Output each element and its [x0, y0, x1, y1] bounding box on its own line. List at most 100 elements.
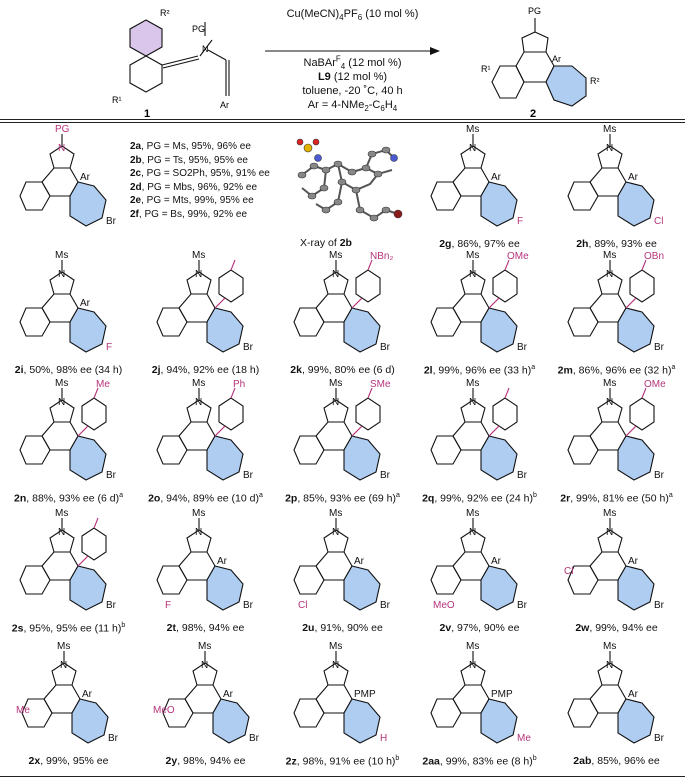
n-protecting-group-label: Ms — [466, 508, 479, 519]
n-protecting-group-label: Ms — [603, 378, 616, 389]
para-substituent-label: NBn₂ — [370, 251, 393, 262]
compound-id: 2x — [28, 755, 41, 767]
para-bond — [230, 387, 236, 399]
benzo-ring — [156, 435, 188, 465]
compound-result: , 94%, 89% ee (10 d) — [160, 492, 259, 504]
nitrogen-label: N — [606, 143, 613, 154]
nitrogen-label: N — [469, 269, 476, 280]
aryl-ring-substituent-label: Me — [16, 705, 30, 716]
n-protecting-group-label: Ms — [329, 378, 342, 389]
n-protecting-group-label: Ms — [603, 641, 616, 652]
reaction-scheme: PG N R² R¹ Ar 1 PG Ar R¹ R² 2 Cu(MeCN)4P… — [0, 0, 685, 122]
compound-result: , 86%, 96% ee (32 h) — [572, 364, 672, 376]
footnote-marker: b — [121, 621, 126, 629]
compound-caption: 2aa, 99%, 83% ee (8 h)b — [411, 755, 548, 768]
compound-result: , 86%, 97% ee — [451, 238, 520, 250]
compound-id: 2q — [422, 492, 435, 504]
para-substituent-label: Me — [96, 379, 110, 390]
benzo-ring — [430, 565, 462, 595]
compound-result: , 94%, 92% ee (18 h) — [160, 364, 260, 376]
compound-caption: 2w, 99%, 94% ee — [548, 622, 685, 634]
para-bond — [367, 387, 373, 399]
cycloheptatriene-ring — [343, 435, 381, 481]
nitrogen-label: N — [195, 397, 202, 408]
ring-substituent-label: Br — [106, 470, 117, 481]
compound-caption: 2h, 89%, 93% ee — [548, 238, 685, 250]
compound-id: 2w — [575, 622, 590, 634]
benzo-ring — [21, 698, 53, 728]
ring-substituent-label: Br — [106, 600, 117, 611]
reactant-n-label: N — [202, 44, 209, 54]
n-protecting-group-label: Ms — [466, 641, 479, 652]
cycloheptatriene-ring — [617, 698, 655, 744]
n-protecting-group-label: PG — [55, 124, 70, 135]
scheme-drawing: PG N R² R¹ Ar 1 PG Ar R¹ R² 2 — [112, 6, 600, 120]
aryl-bond — [351, 297, 363, 309]
aryl-bond — [214, 425, 226, 437]
cycloheptatriene-ring — [480, 181, 518, 227]
compound-result: , 99%, 95% ee — [40, 755, 109, 767]
para-bond — [641, 387, 647, 399]
n-protecting-group-label: Ms — [466, 124, 479, 135]
n-protecting-group-label: Ms — [603, 508, 616, 519]
aryl-label: Ar — [628, 556, 639, 567]
aryl-bond — [625, 425, 637, 437]
xray-caption: X-ray of 2b — [300, 237, 352, 249]
footnote-marker: a — [531, 363, 536, 371]
aryl-bond — [625, 297, 637, 309]
cycloheptatriene-ring — [617, 565, 655, 611]
pg-legend: 2a, PG = Ms, 95%, 96% ee 2b, PG = Ts, 95… — [130, 140, 270, 222]
ring-substituent-label: Br — [654, 600, 665, 611]
cycloheptatriene-ring — [480, 698, 518, 744]
aryl-label: Ar — [628, 172, 639, 183]
legend-row: 2f, PG = Bs, 99%, 92% ee — [130, 208, 248, 220]
n-protecting-group-label: Ms — [466, 250, 479, 261]
cycloheptatriene-ring — [617, 307, 655, 353]
n-protecting-group-label: Ms — [55, 378, 68, 389]
compound-id: 2o — [148, 492, 161, 504]
nitrogen-label: N — [60, 660, 67, 671]
para-substituent-label: OMe — [507, 251, 529, 262]
compound-id: 2h — [576, 238, 589, 250]
cycloheptatriene-ring — [617, 181, 655, 227]
aryl-ring-substituent-label: MeO — [153, 705, 175, 716]
compound-caption: 2y, 98%, 94% ee — [137, 755, 274, 767]
compound-id: 2aa — [422, 755, 440, 767]
footnote-marker: a — [668, 491, 673, 499]
condition-additive: NaBArF4 (12 mol %) — [303, 54, 402, 72]
cycloheptatriene-ring — [69, 181, 107, 227]
compound-id: 2t — [166, 622, 177, 634]
condition-catalyst: Cu(MeCN)4PF6 (10 mol %) — [286, 8, 419, 23]
compound-result: , 99%, 92% ee (24 h) — [434, 492, 533, 504]
benzo-ring — [19, 181, 51, 211]
cycloheptatriene-ring — [480, 307, 518, 353]
cycloheptatriene-ring — [212, 698, 250, 744]
compound-result: , 99%, 80% ee (6 d) — [301, 364, 395, 376]
compound-id: 2z — [285, 755, 297, 767]
compound-result: , 89%, 93% ee — [588, 238, 657, 250]
cycloheptatriene-ring — [480, 565, 518, 611]
nitrogen-label: N — [195, 269, 202, 280]
aryl-bond — [77, 425, 89, 437]
compound-id: 2u — [302, 622, 315, 634]
benzo-ring — [567, 181, 599, 211]
compound-caption: 2m, 86%, 96% ee (32 h)a — [548, 364, 685, 377]
footnote-marker: a — [671, 363, 676, 371]
aryl-ring-substituent-label: F — [165, 600, 171, 611]
benzo-ring — [293, 307, 325, 337]
footnote-marker: b — [532, 754, 537, 762]
